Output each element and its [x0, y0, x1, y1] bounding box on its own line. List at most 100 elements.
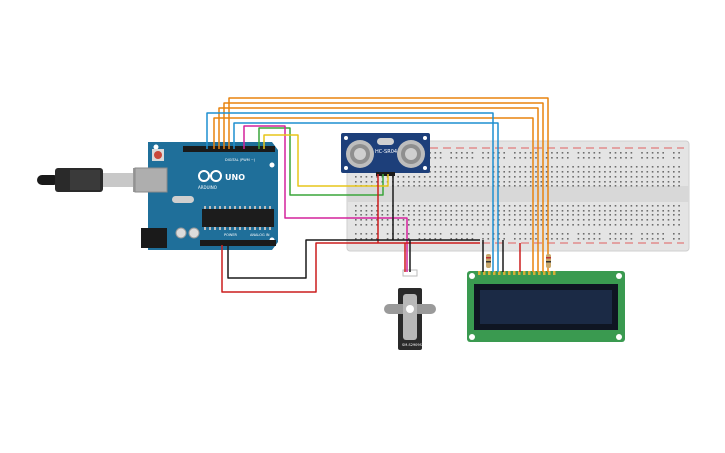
- breadboard-hole: [646, 233, 649, 235]
- breadboard-hole: [588, 166, 590, 168]
- breadboard-hole: [360, 233, 362, 235]
- breadboard-hole: [540, 181, 543, 183]
- breadboard-hole: [429, 238, 431, 240]
- breadboard-hole: [498, 233, 500, 235]
- breadboard-hole: [434, 176, 437, 178]
- breadboard-hole: [593, 233, 596, 235]
- breadboard-hole: [561, 176, 564, 178]
- breadboard-hole: [646, 224, 649, 226]
- breadboard-hole: [678, 224, 680, 226]
- breadboard-hole: [365, 210, 368, 212]
- breadboard-hole: [466, 171, 468, 173]
- breadboard-hole: [567, 181, 569, 183]
- breadboard-hole: [545, 214, 548, 216]
- breadboard-hole: [667, 214, 670, 216]
- lcd-pin: [518, 271, 521, 275]
- breadboard-hole: [445, 219, 447, 221]
- breadboard-hole: [593, 181, 596, 183]
- breadboard-holes: [355, 152, 680, 240]
- breadboard-hole: [445, 210, 447, 212]
- breadboard-hole: [524, 224, 527, 226]
- breadboard-hole: [635, 224, 638, 226]
- breadboard-hole: [593, 214, 596, 216]
- breadboard-hole: [365, 224, 368, 226]
- breadboard-hole: [423, 181, 426, 183]
- breadboard-hole: [503, 205, 505, 207]
- breadboard-hole: [609, 233, 611, 235]
- breadboard-hole: [429, 233, 431, 235]
- breadboard-hole: [408, 224, 410, 226]
- breadboard-hole: [561, 171, 564, 173]
- breadboard-hole: [614, 181, 617, 183]
- digital-header-label: DIGITAL (PWM ~): [225, 158, 256, 162]
- power-header-label: POWER: [224, 233, 238, 237]
- breadboard-hole: [397, 176, 399, 178]
- breadboard-hole: [614, 219, 617, 221]
- chip-pin: [269, 206, 271, 209]
- breadboard-hole: [551, 181, 553, 183]
- breadboard-hole: [604, 181, 606, 183]
- breadboard-hole: [487, 224, 490, 226]
- breadboard-hole: [593, 224, 596, 226]
- breadboard-hole: [482, 233, 484, 235]
- breadboard-hole: [577, 219, 580, 221]
- breadboard-hole: [614, 238, 617, 240]
- breadboard-hole: [598, 210, 601, 212]
- breadboard-hole: [370, 238, 373, 240]
- breadboard-hole: [625, 157, 627, 159]
- breadboard-hole: [673, 157, 675, 159]
- breadboard-hole: [551, 214, 553, 216]
- breadboard-hole: [413, 185, 415, 187]
- breadboard-hole: [678, 157, 680, 159]
- breadboard-hole: [582, 176, 585, 178]
- breadboard-hole: [476, 210, 479, 212]
- breadboard-hole: [365, 238, 368, 240]
- breadboard-hole: [498, 181, 500, 183]
- breadboard-hole: [487, 238, 490, 240]
- breadboard-hole: [471, 152, 474, 154]
- breadboard-hole: [519, 238, 521, 240]
- breadboard-hole: [630, 205, 633, 207]
- breadboard-hole: [355, 219, 357, 221]
- breadboard-hole: [673, 181, 675, 183]
- breadboard-hole: [635, 176, 638, 178]
- arduino-brand: ARDUINO: [198, 185, 217, 190]
- breadboard-hole: [635, 210, 638, 212]
- breadboard-hole: [455, 176, 458, 178]
- breadboard-hole: [556, 224, 558, 226]
- breadboard-hole: [556, 214, 558, 216]
- breadboard-hole: [487, 219, 490, 221]
- breadboard-hole: [434, 205, 437, 207]
- breadboard-hole: [355, 238, 357, 240]
- breadboard-hole: [598, 205, 601, 207]
- breadboard-hole: [662, 176, 664, 178]
- breadboard-hole: [614, 205, 617, 207]
- lcd-pin: [533, 271, 536, 275]
- breadboard-hole: [657, 171, 659, 173]
- breadboard-hole: [556, 171, 558, 173]
- chip-pin: [269, 227, 271, 230]
- breadboard-hole: [503, 176, 505, 178]
- breadboard-hole: [598, 219, 601, 221]
- breadboard-hole: [418, 185, 421, 187]
- breadboard-hole: [577, 210, 580, 212]
- breadboard-hole: [678, 185, 680, 187]
- breadboard-hole: [673, 210, 675, 212]
- breadboard-hole: [482, 210, 484, 212]
- breadboard-hole: [529, 181, 532, 183]
- lcd-pin: [488, 271, 491, 275]
- breadboard-hole: [514, 181, 516, 183]
- breadboard-hole: [439, 185, 442, 187]
- breadboard-hole: [662, 219, 664, 221]
- breadboard-hole: [593, 157, 596, 159]
- chip-pin: [259, 206, 261, 209]
- breadboard-hole: [365, 214, 368, 216]
- breadboard-hole: [641, 219, 643, 221]
- breadboard-hole: [418, 233, 421, 235]
- breadboard-hole: [434, 185, 437, 187]
- breadboard-hole: [630, 166, 633, 168]
- breadboard-hole: [646, 157, 649, 159]
- breadboard-hole: [673, 171, 675, 173]
- breadboard-hole: [551, 166, 553, 168]
- breadboard-hole: [434, 210, 437, 212]
